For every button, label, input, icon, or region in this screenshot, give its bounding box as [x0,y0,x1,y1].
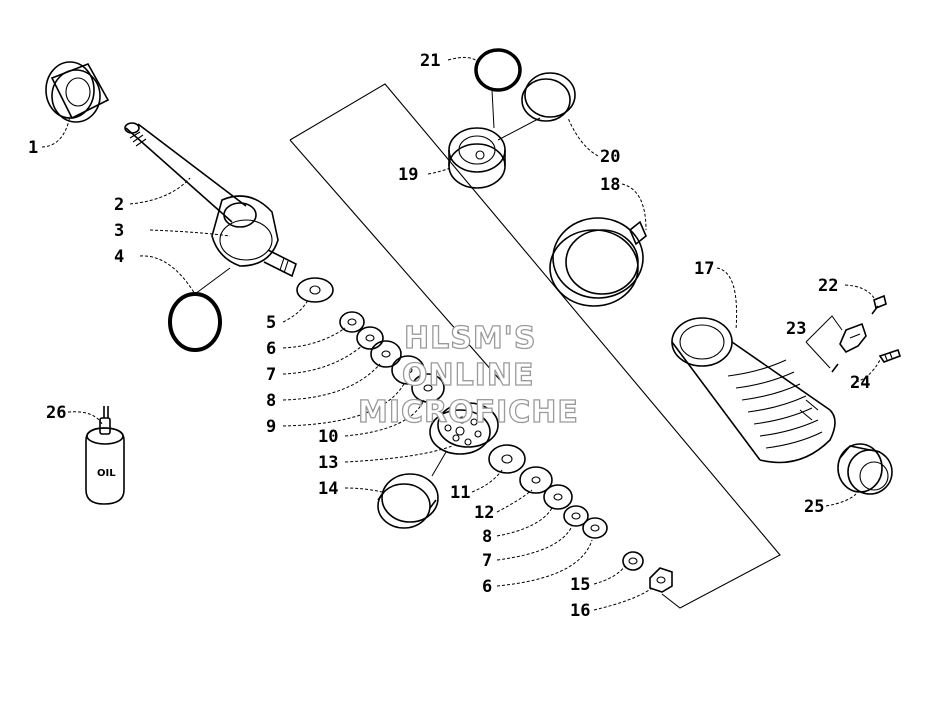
callout-18: 18 [600,175,620,195]
leader-lines [41,56,881,611]
callout-6a: 6 [266,339,276,359]
callout-8b: 8 [482,527,492,547]
callout-22: 22 [818,276,838,296]
callout-3: 3 [114,221,124,241]
callout-9: 9 [266,417,276,437]
callout-20: 20 [600,147,620,167]
part-23-valve[interactable] [831,322,867,373]
part-2-shaft[interactable] [124,122,247,223]
callout-labels: 1 2 3 4 5 6 7 8 9 10 13 14 11 12 8 7 6 1… [28,51,870,621]
callout-13: 13 [318,453,338,473]
part-1-eyelet-bushing[interactable] [45,61,110,123]
callout-16: 16 [570,601,590,621]
callout-5: 5 [266,313,276,333]
callout-4: 4 [114,247,124,267]
part-20-band[interactable] [521,72,576,122]
callout-14: 14 [318,479,338,499]
callout-25: 25 [804,497,824,517]
part-26-oil-bottle[interactable]: OIL [85,406,125,505]
watermark: HLSM'S ONLINE MICROFICHE [357,320,579,430]
oil-bottle-label: OIL [97,468,116,479]
callout-1: 1 [28,138,38,158]
part-3-seal-head[interactable] [211,195,297,278]
callout-8a: 8 [266,391,276,411]
part-19-reservoir-cap[interactable] [448,127,506,189]
part-21-o-ring[interactable] [474,48,522,92]
part-4-o-ring[interactable] [168,292,222,352]
callout-7b: 7 [482,551,492,571]
part-24-valve-cap[interactable] [878,348,902,363]
part-15-lock-washer[interactable] [622,551,644,571]
callout-15: 15 [570,575,590,595]
callout-26: 26 [46,403,66,423]
callout-6b: 6 [482,577,492,597]
part-25-eyelet-bushing[interactable] [837,443,893,495]
watermark-line-2: ONLINE [402,358,535,393]
callout-2: 2 [114,195,124,215]
callout-7a: 7 [266,365,276,385]
part-22-screw[interactable] [871,294,887,315]
callout-17: 17 [694,259,714,279]
callout-11: 11 [450,483,470,503]
part-14-piston-band[interactable] [377,473,439,529]
washer-stack-lower[interactable] [488,444,608,539]
washer-stack-upper[interactable] [296,277,445,403]
callout-19: 19 [398,165,418,185]
callout-10: 10 [318,427,338,447]
callout-24: 24 [850,373,870,393]
watermark-line-1: HLSM'S [404,321,536,356]
callout-23: 23 [786,319,806,339]
part-16-nut[interactable] [649,567,673,593]
part-13-piston[interactable] [429,402,499,455]
part-18-spring-collar[interactable] [549,217,647,307]
callout-21: 21 [420,51,440,71]
watermark-line-3: MICROFICHE [358,395,579,430]
callout-12: 12 [474,503,494,523]
kit-group-outline [289,83,781,609]
part-17-shock-body[interactable] [671,317,836,464]
